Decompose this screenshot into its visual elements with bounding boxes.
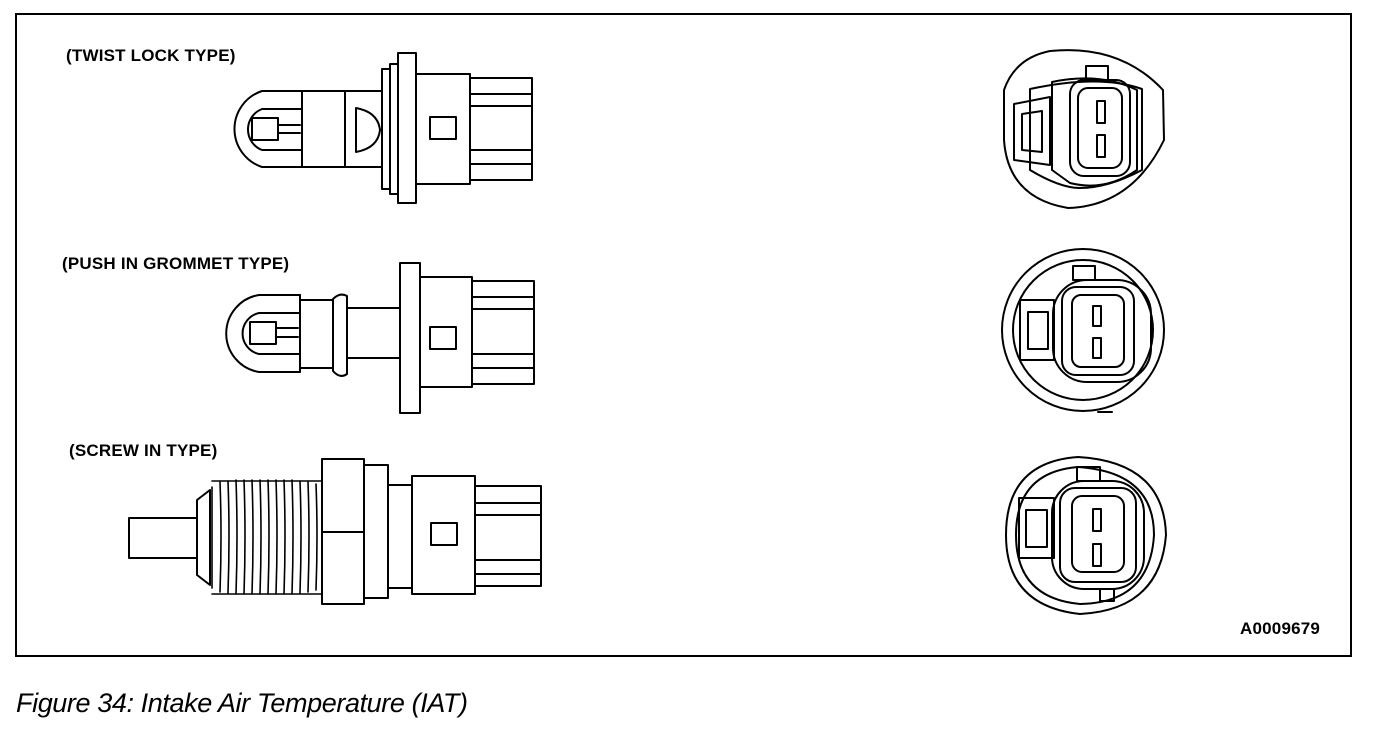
diagram-frame [15, 13, 1352, 657]
twist-lock-connector-end-view [1004, 50, 1164, 208]
screw-in-sensor-side-view [129, 459, 541, 604]
twist-lock-type-label: (TWIST LOCK TYPE) [66, 46, 236, 65]
push-in-grommet-connector-end-view [1002, 249, 1164, 412]
screw-threads [212, 480, 322, 594]
screw-in-connector-end-view [1006, 457, 1166, 614]
twist-lock-sensor-side-view [234, 53, 532, 203]
image-code: A0009679 [1240, 619, 1321, 638]
push-in-grommet-type-label: (PUSH IN GROMMET TYPE) [62, 254, 290, 273]
push-in-grommet-sensor-side-view [226, 263, 534, 413]
figure-caption: Figure 34: Intake Air Temperature (IAT) [16, 688, 468, 718]
screw-in-type-label: (SCREW IN TYPE) [69, 441, 218, 460]
